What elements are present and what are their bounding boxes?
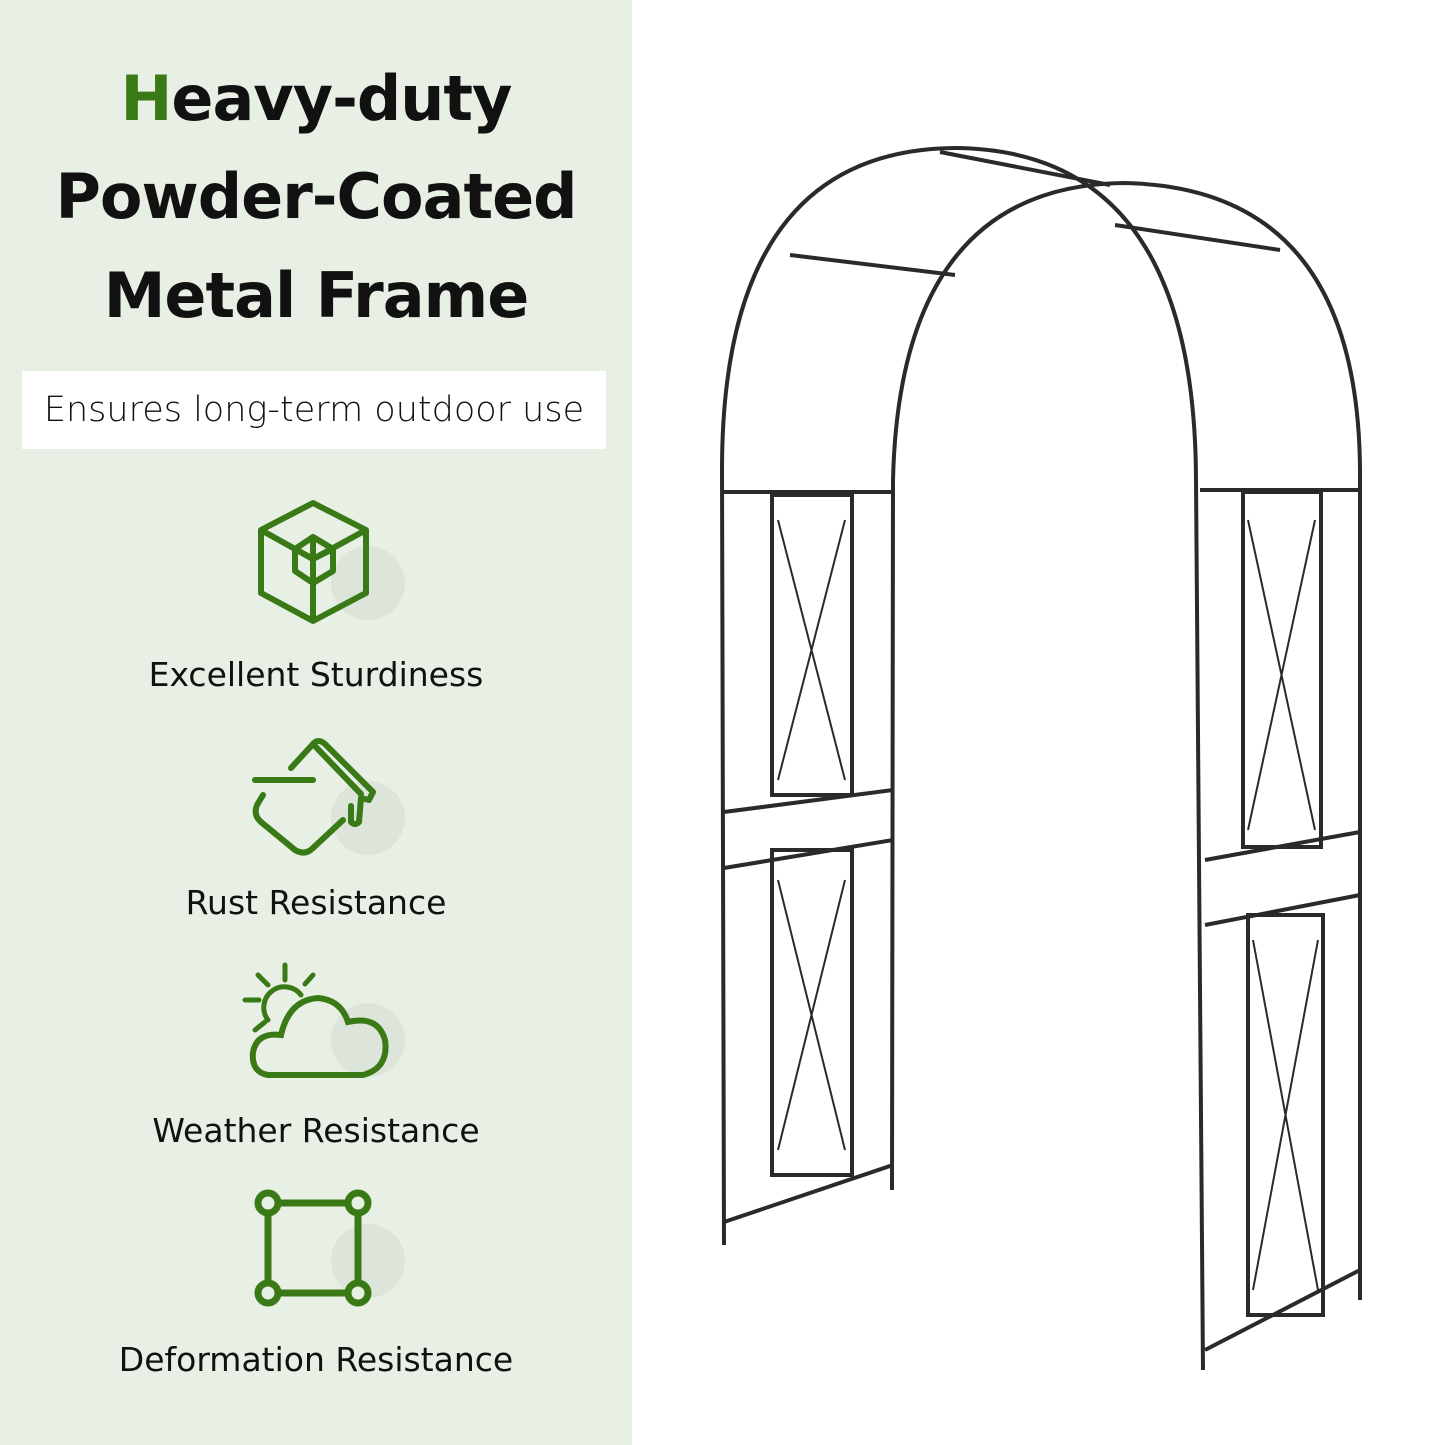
feature-label-rust: Rust Resistance	[185, 883, 447, 922]
headline-line-1: Heavy-duty	[0, 62, 632, 135]
feature-label-sturdiness: Excellent Sturdiness	[148, 655, 484, 694]
headline-accent-letter: H	[120, 62, 173, 135]
headline-line-1-text: eavy-duty	[171, 62, 512, 135]
paint-bucket-icon	[252, 738, 405, 856]
feature-panel: Heavy-duty Powder-Coated Metal Frame Ens…	[0, 0, 632, 1445]
garden-arch-image	[719, 145, 1362, 1371]
square-nodes-icon	[254, 1189, 405, 1307]
feature-label-deformation: Deformation Resistance	[118, 1340, 514, 1379]
sun-cloud-icon	[242, 962, 405, 1078]
headline-line-2: Powder-Coated	[55, 160, 577, 233]
cube-icon	[258, 500, 405, 624]
headline-line-3: Metal Frame	[103, 259, 530, 332]
feature-label-weather: Weather Resistance	[152, 1111, 480, 1150]
subtitle-box: Ensures long-term outdoor use	[22, 371, 606, 449]
